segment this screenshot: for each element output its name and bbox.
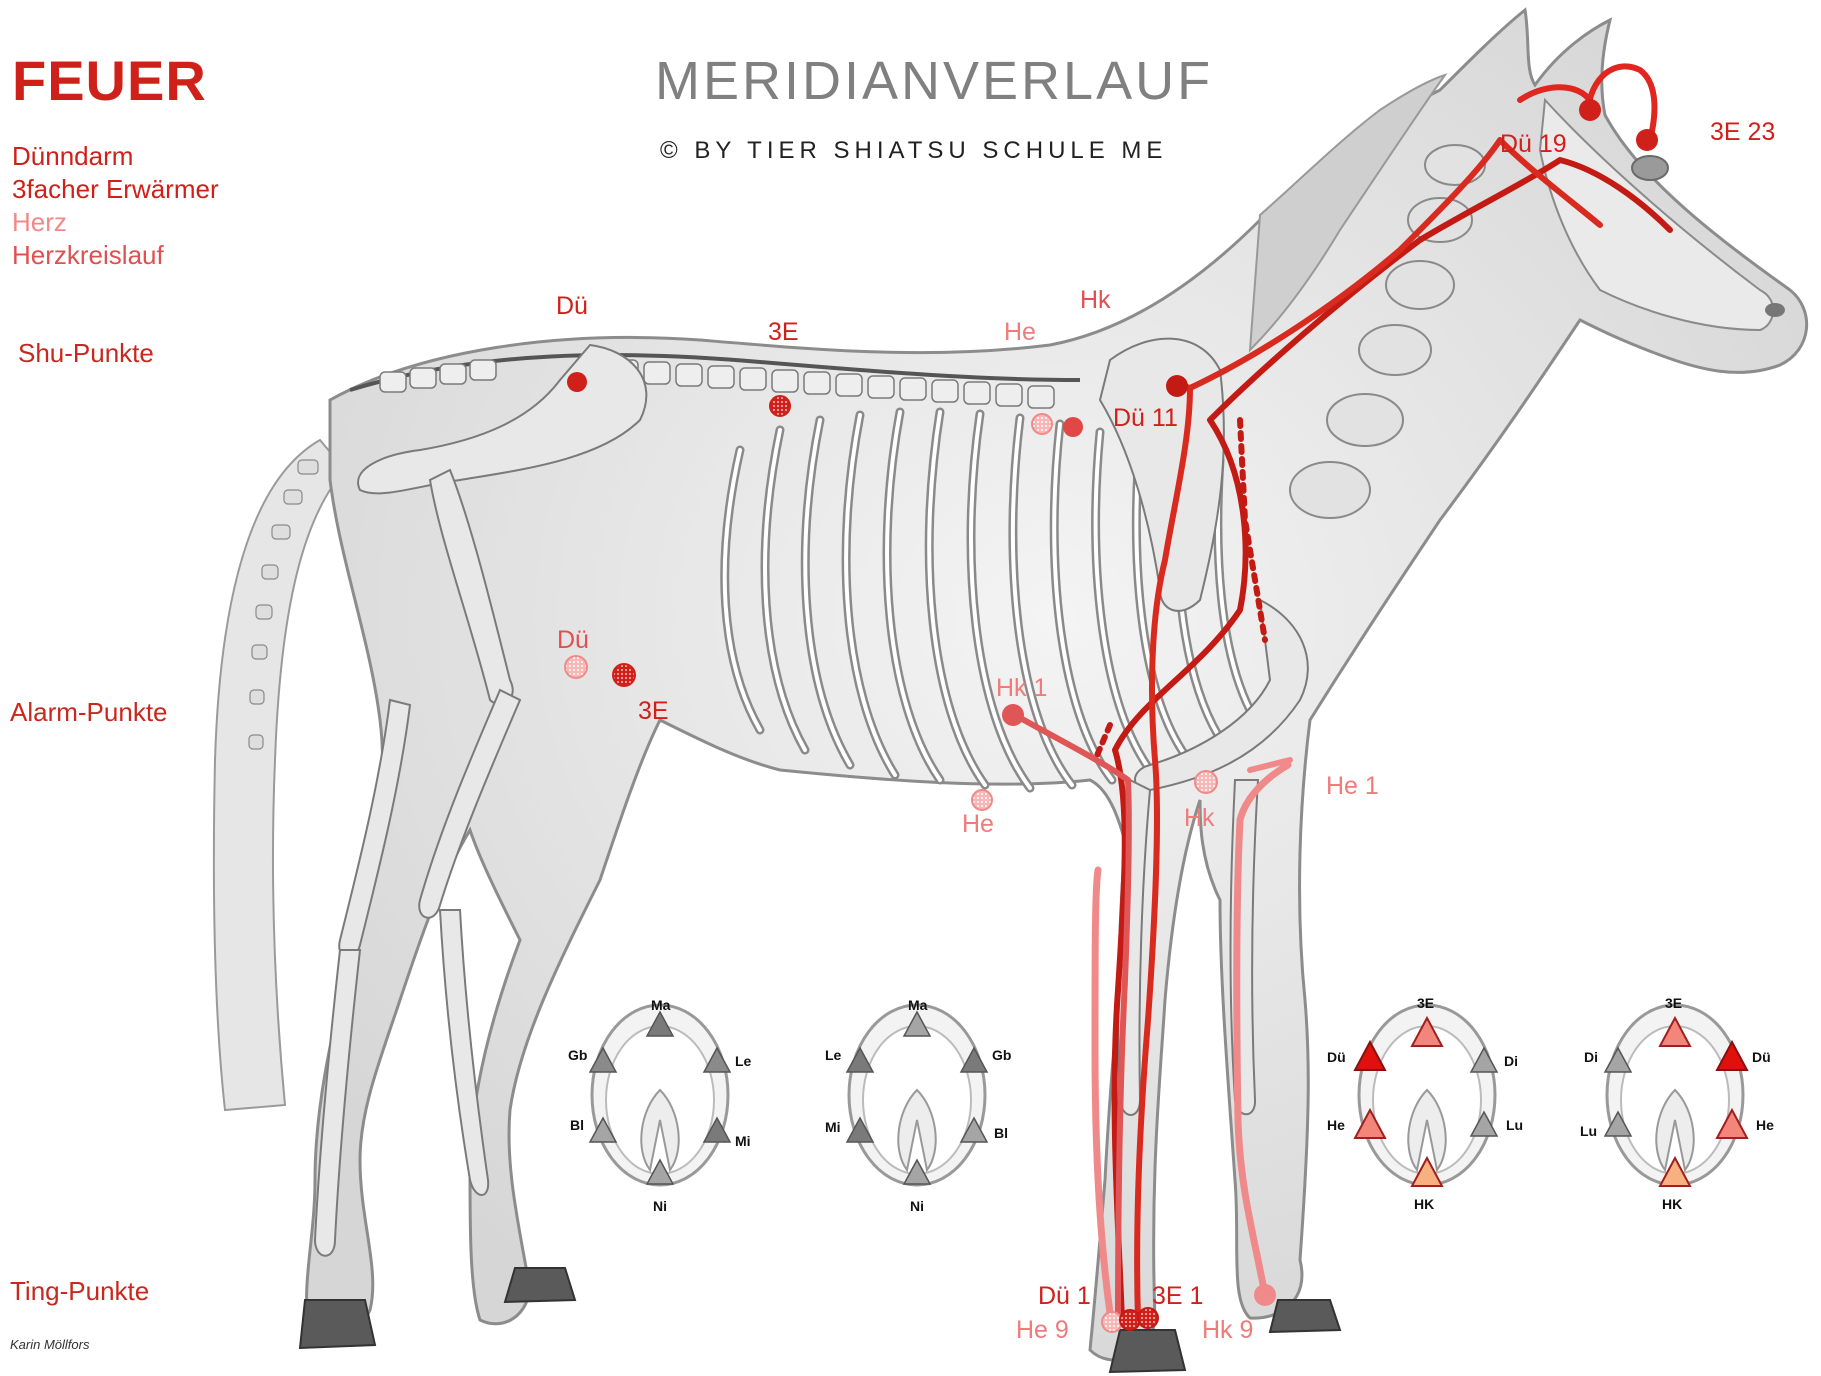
hoof3-ur: Di [1504, 1053, 1518, 1069]
label-du19: Dü 19 [1500, 130, 1567, 159]
section-label-shu: Shu-Punkte [18, 338, 154, 369]
hoof3-bottom: HK [1414, 1196, 1434, 1212]
label-du11: Dü 11 [1113, 404, 1178, 433]
label-3e1: 3E 1 [1152, 1282, 1203, 1311]
hoof2-ul: Le [825, 1047, 842, 1063]
section-label-ting: Ting-Punkte [10, 1276, 149, 1307]
legend-item-3facher-erwaermer: 3facher Erwärmer [12, 173, 219, 206]
label-hk1: Hk 1 [996, 674, 1047, 703]
label-shu-du: Dü [556, 292, 588, 321]
label-alarm-du: Dü [557, 626, 589, 655]
label-3e23: 3E 23 [1710, 118, 1775, 147]
legend-item-herz: Herz [12, 206, 219, 239]
nostril [1765, 303, 1785, 317]
hoof2-ur: Gb [992, 1047, 1011, 1063]
artist-credit: Karin Möllfors [10, 1337, 89, 1352]
hoof-diagram-2: Ma Le Gb Mi Bl Ni [825, 997, 1011, 1214]
hoof2-top: Ma [908, 997, 928, 1013]
hoof2-lr: Bl [994, 1125, 1008, 1141]
hoof1-bottom: Ni [653, 1198, 667, 1214]
hoof4-ul: Di [1584, 1049, 1598, 1065]
tail [214, 440, 345, 1110]
hoof3-lr: Lu [1506, 1117, 1523, 1133]
meridian-legend: Dünndarm 3facher Erwärmer Herz Herzkreis… [12, 140, 219, 272]
hoof1-lr: Mi [735, 1133, 751, 1149]
hoof4-ll: Lu [1580, 1123, 1597, 1139]
label-hk9: Hk 9 [1202, 1316, 1253, 1345]
legend-item-duenndarm: Dünndarm [12, 140, 219, 173]
hoof-diagram-4: 3E Di Dü Lu He HK [1580, 995, 1774, 1212]
copyright-notice: © BY TIER SHIATSU SCHULE ME [660, 137, 1167, 165]
hoof4-lr: He [1756, 1117, 1774, 1133]
hoof4-top: 3E [1665, 995, 1682, 1011]
hoof3-ul: Dü [1327, 1049, 1346, 1065]
label-shu-3e: 3E [768, 318, 799, 347]
label-alarm-he: He [962, 810, 994, 839]
label-he1: He 1 [1326, 772, 1379, 801]
label-shu-he: He [1004, 318, 1036, 347]
label-alarm-3e: 3E [638, 697, 669, 726]
hoof1-ur: Le [735, 1053, 752, 1069]
hoof1-top: Ma [651, 997, 671, 1013]
label-alarm-hk: Hk [1184, 804, 1215, 833]
element-title: FEUER [12, 48, 207, 113]
hoof-diagram-1: Ma Gb Le Bl Mi Ni [568, 997, 752, 1214]
hoof4-bottom: HK [1662, 1196, 1682, 1212]
hoof1-ll: Bl [570, 1117, 584, 1133]
label-shu-hk: Hk [1080, 286, 1111, 315]
eye [1632, 156, 1668, 180]
hoof-diagram-3: 3E Dü Di He Lu HK [1327, 995, 1523, 1212]
hoof1-ul: Gb [568, 1047, 587, 1063]
label-du1: Dü 1 [1038, 1282, 1091, 1311]
hoof3-ll: He [1327, 1117, 1345, 1133]
section-label-alarm: Alarm-Punkte [10, 697, 168, 728]
hoof3-top: 3E [1417, 995, 1434, 1011]
legend-item-herzkreislauf: Herzkreislauf [12, 239, 219, 272]
label-he9: He 9 [1016, 1316, 1069, 1345]
hoof2-bottom: Ni [910, 1198, 924, 1214]
hoof2-ll: Mi [825, 1119, 841, 1135]
hoof4-ur: Dü [1752, 1049, 1771, 1065]
page-title: MERIDIANVERLAUF [655, 50, 1213, 112]
